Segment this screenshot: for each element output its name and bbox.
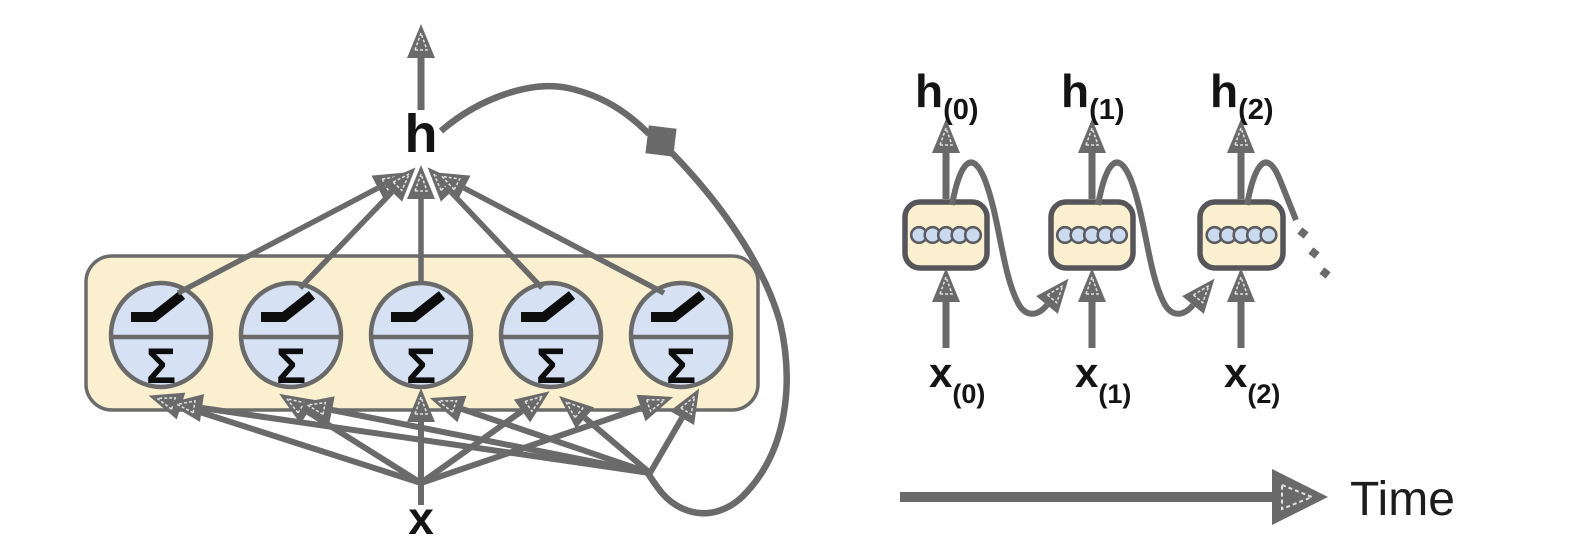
h0-main: h: [915, 65, 943, 117]
sum-symbol: Σ: [276, 338, 306, 394]
cell-2: h(2) x(2): [1197, 65, 1286, 409]
h2-main: h: [1210, 65, 1238, 117]
recurrent-arrow: [202, 408, 651, 476]
state-transfer-curve-1-2: [1095, 159, 1193, 314]
h2-sub: (2): [1238, 94, 1273, 126]
output-fan-to-h: [176, 188, 666, 296]
feedback-loop-lower: [645, 150, 790, 517]
state-dot: [1259, 225, 1278, 245]
state-transfer-curve-0-1: [949, 159, 1047, 314]
neuron-4: Σ: [498, 280, 604, 394]
h0-label: h(0): [915, 65, 979, 126]
dot: [1297, 227, 1309, 239]
x2-main: x: [1224, 349, 1248, 396]
h1-sub: (1): [1089, 94, 1124, 126]
x0-label: x(0): [929, 349, 985, 409]
x1-sub: (1): [1098, 379, 1131, 409]
state-dot: [963, 225, 983, 245]
state-dot: [1109, 225, 1129, 245]
output-arrow: [176, 188, 378, 296]
neuron-5: Σ: [628, 280, 734, 394]
sum-symbol: Σ: [406, 338, 436, 394]
unrolled-diagram: h(0) x(0) h(1) x(1) h(2) x: [900, 65, 1455, 526]
x1-label: x(1): [1075, 349, 1131, 409]
recurrent-layer-diagram: Σ Σ Σ Σ Σ: [84, 58, 790, 544]
neuron-2: Σ: [238, 280, 344, 394]
recurrent-fan: [202, 408, 682, 476]
h1-label: h(1): [1061, 65, 1125, 126]
x-label: x: [408, 492, 434, 544]
x0-main: x: [929, 349, 953, 396]
neuron-1: Σ: [108, 280, 214, 394]
relu-activation-icon: [131, 291, 186, 322]
sum-symbol: Σ: [146, 338, 176, 394]
x1-main: x: [1075, 349, 1099, 396]
sum-symbol: Σ: [536, 338, 566, 394]
state-transfer-curve-trailing: [1244, 159, 1299, 222]
h1-main: h: [1061, 65, 1089, 117]
h2-label: h(2): [1210, 65, 1274, 126]
x2-label: x(2): [1224, 349, 1280, 409]
delay-square-icon: [645, 125, 677, 157]
output-arrow: [298, 192, 392, 290]
recurrent-arrow: [585, 418, 652, 476]
cell-1: h(1) x(1): [1048, 65, 1136, 409]
dot: [1308, 247, 1320, 259]
continuation-dots: [1297, 227, 1331, 279]
h-label: h: [405, 104, 438, 164]
cell-0: h(0) x(0): [902, 65, 990, 409]
relu-activation-icon: [651, 291, 706, 322]
dot: [1319, 267, 1331, 279]
time-label: Time: [1350, 473, 1455, 526]
relu-activation-icon: [521, 291, 576, 322]
x0-sub: (0): [952, 379, 985, 409]
relu-activation-icon: [261, 291, 316, 322]
feedback-loop-upper: [438, 82, 652, 137]
h0-sub: (0): [943, 94, 978, 126]
output-arrow: [464, 188, 666, 296]
x2-sub: (2): [1247, 379, 1280, 409]
relu-activation-icon: [391, 291, 446, 322]
recurrent-arrow: [650, 418, 682, 475]
sum-symbol: Σ: [666, 338, 696, 394]
